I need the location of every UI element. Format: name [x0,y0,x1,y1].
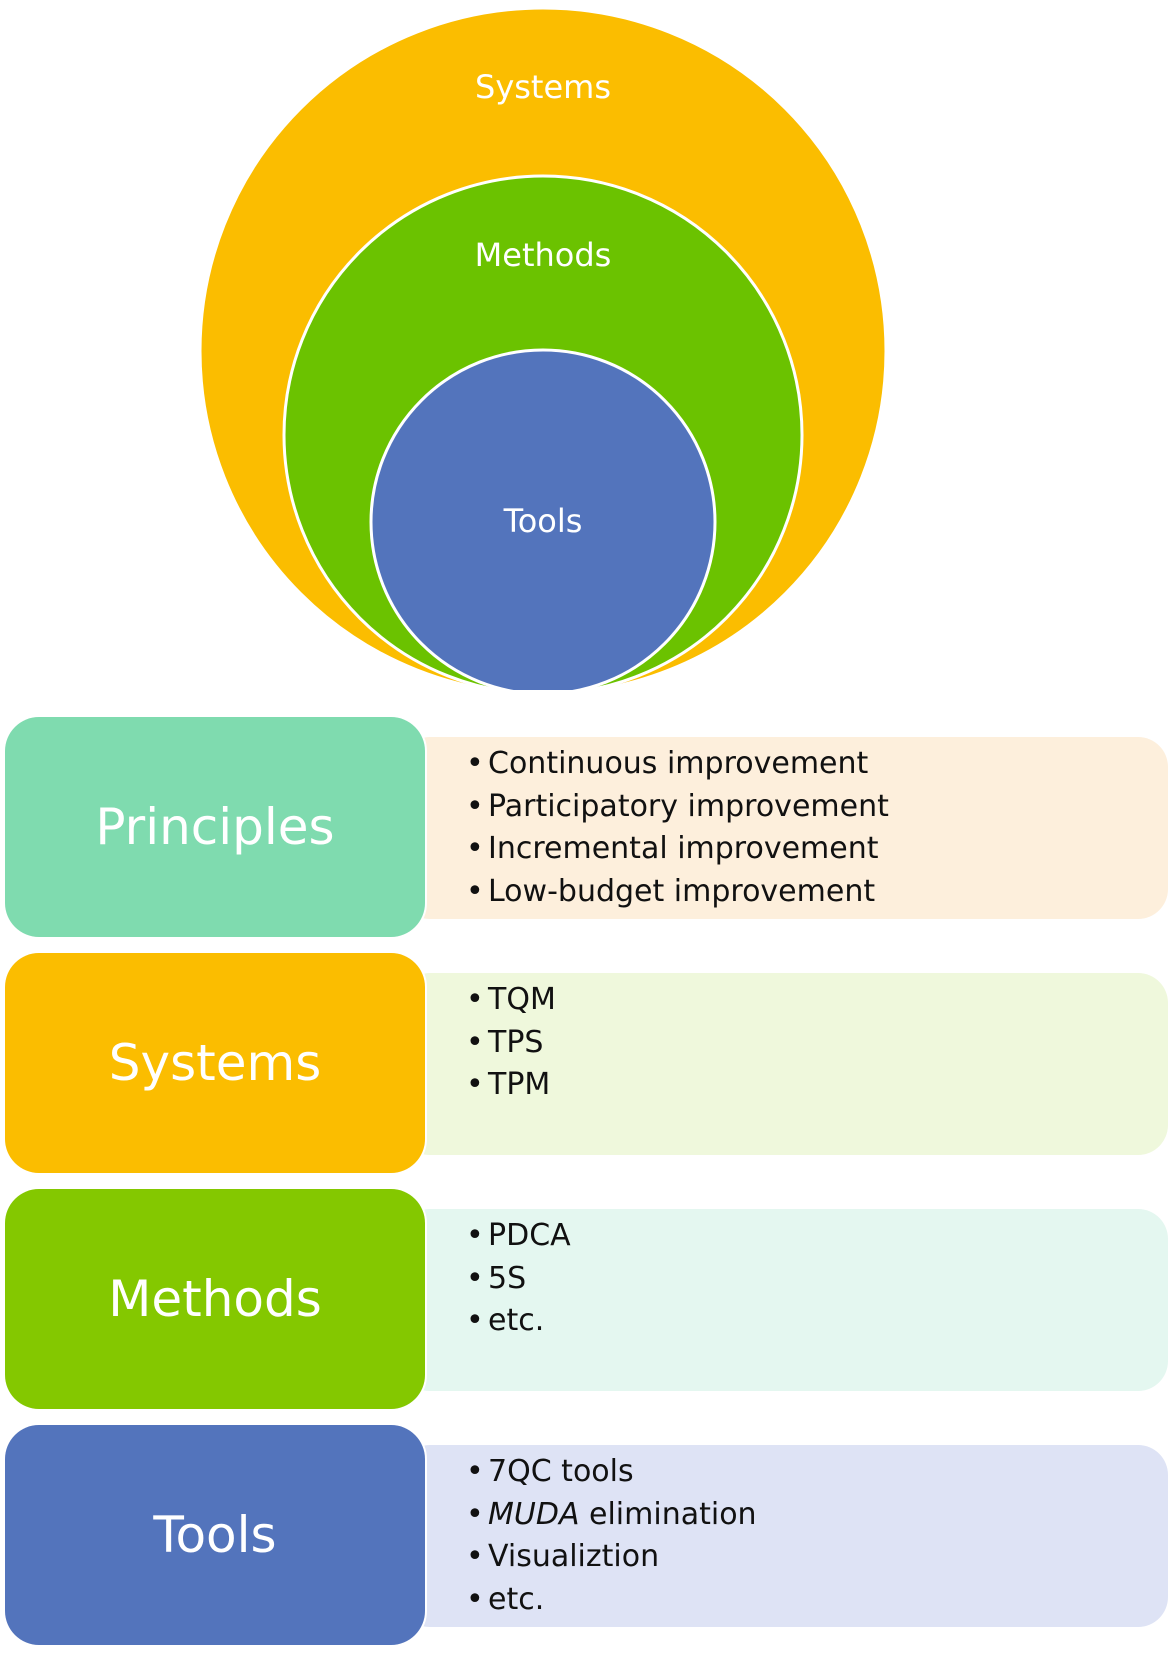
systems-tag-label: Systems [108,1034,322,1092]
systems-panel: TQM TPS TPM [400,973,1168,1155]
list-item: 5S [466,1258,1168,1301]
tools-circle-label: Tools [503,502,583,540]
methods-panel: PDCA 5S etc. [400,1209,1168,1391]
list-item: etc. [466,1300,1168,1343]
methods-circle-label: Methods [475,236,612,274]
systems-list: TQM TPS TPM [466,979,1168,1107]
list-item: etc. [466,1579,1168,1622]
tools-tag: Tools [5,1425,425,1645]
list-item: 7QC tools [466,1451,1168,1494]
systems-circle-label: Systems [475,68,611,106]
principles-panel: Continuous improvement Participatory imp… [400,737,1168,919]
tools-circle [369,348,717,690]
tools-panel: 7QC tools MUDA elimination Visualiztion … [400,1445,1168,1627]
principles-tag-label: Principles [95,798,335,856]
list-item: Low-budget improvement [466,871,1168,914]
list-item: Visualiztion [466,1536,1168,1579]
list-item: MUDA elimination [466,1494,1168,1537]
systems-tag: Systems [5,953,425,1173]
muda-term: MUDA [488,1496,580,1532]
nested-circles-diagram: Systems Methods Tools [198,6,888,690]
methods-list: PDCA 5S etc. [466,1215,1168,1343]
tools-list: 7QC tools MUDA elimination Visualiztion … [466,1451,1168,1622]
principles-list: Continuous improvement Participatory imp… [466,743,1168,914]
methods-tag: Methods [5,1189,425,1409]
list-item: TPM [466,1064,1168,1107]
methods-tag-label: Methods [108,1270,322,1328]
list-item: TQM [466,979,1168,1022]
principles-tag: Principles [5,717,425,937]
list-item: Incremental improvement [466,828,1168,871]
list-item: TPS [466,1022,1168,1065]
list-item-text: elimination [589,1496,757,1532]
list-item: Participatory improvement [466,786,1168,829]
list-item: PDCA [466,1215,1168,1258]
tools-tag-label: Tools [153,1506,277,1564]
list-item: Continuous improvement [466,743,1168,786]
